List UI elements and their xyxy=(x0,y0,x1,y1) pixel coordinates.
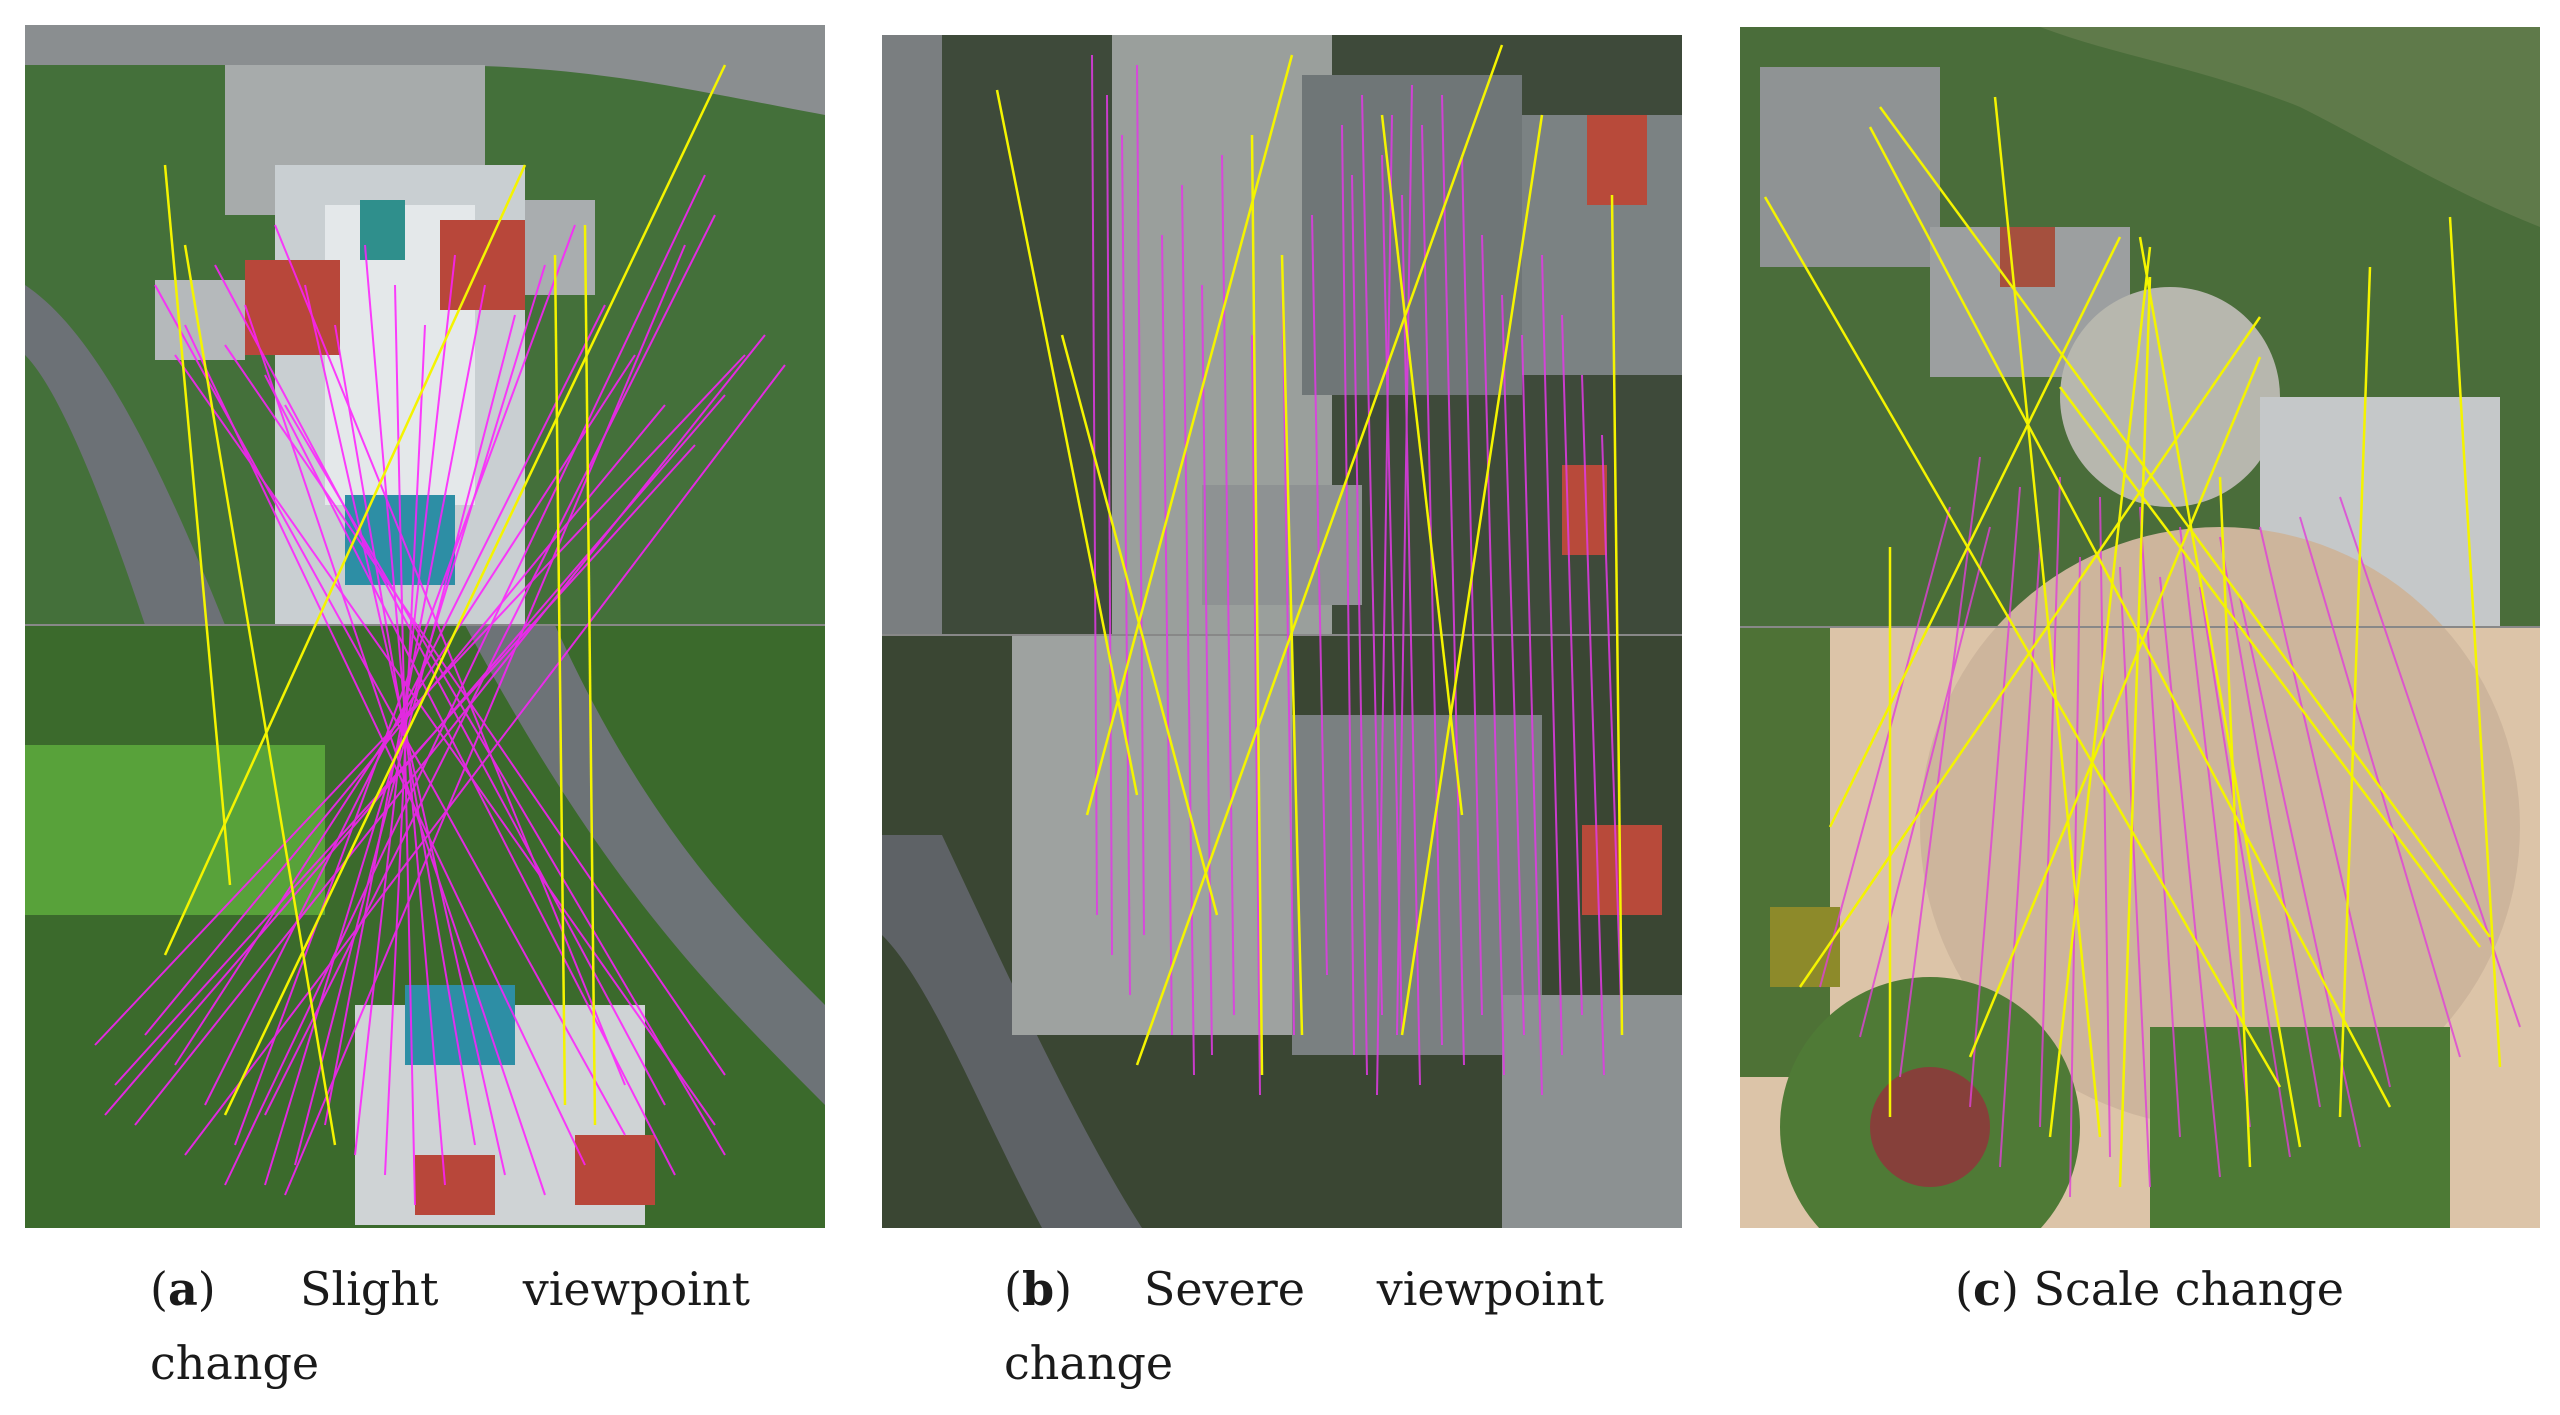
panel-b-building-bottom-right xyxy=(1502,995,1682,1228)
caption-c: (c) Scale change xyxy=(1955,1252,2455,1326)
caption-b-line1: (b) Severe viewpoint xyxy=(1004,1252,1604,1326)
panel-a-wing-left xyxy=(155,280,245,360)
panel-c-round-plaza-top xyxy=(2060,287,2280,507)
panel-b-plaza-bottom xyxy=(1012,635,1292,1035)
caption-b-word2: viewpoint xyxy=(1376,1262,1604,1316)
panel-a-pool-small xyxy=(360,200,405,260)
panel-c-round-lawn-center xyxy=(1870,1067,1990,1187)
panel-c-bottom-left-green xyxy=(1740,627,1830,1077)
caption-c-word1: Scale change xyxy=(2033,1262,2344,1316)
panel-c-inlier-matches xyxy=(1819,456,2521,1198)
panel-b-roof-red-3 xyxy=(1582,825,1662,915)
panel-a-curve-road xyxy=(25,285,225,625)
caption-b-line2: change xyxy=(1004,1336,1174,1390)
panel-b-svg xyxy=(882,35,1682,1228)
caption-b-letter: b xyxy=(1021,1262,1055,1316)
panel-b-roof-red-1 xyxy=(1587,115,1647,205)
panel-a-top-road xyxy=(25,25,825,115)
panel-c-pond xyxy=(2040,27,2540,227)
panel-a-wing-right xyxy=(525,200,595,295)
panel-a-svg xyxy=(25,25,825,1228)
panel-a-inlier-matches xyxy=(94,174,786,1206)
caption-c-line1: (c) Scale change xyxy=(1955,1252,2455,1326)
panel-c-bottom-lawn xyxy=(2150,1027,2450,1228)
panel-a-roof-red-4 xyxy=(575,1135,655,1205)
panel-c-building-top-left xyxy=(1760,67,1940,267)
caption-a: (a) Slight viewpoint change xyxy=(150,1252,750,1400)
caption-c-label: (c) xyxy=(1955,1262,2019,1316)
panel-a-roof-red-3 xyxy=(415,1155,495,1215)
panel-c-round-plaza-bottom xyxy=(1920,527,2520,1127)
panel-c-svg xyxy=(1740,27,2540,1228)
caption-b: (b) Severe viewpoint change xyxy=(1004,1252,1604,1400)
panel-b-top-road xyxy=(882,35,942,635)
panel-a-roof-red-1 xyxy=(245,260,340,355)
caption-a-line1: (a) Slight viewpoint xyxy=(150,1252,750,1326)
panel-b-outlier-matches xyxy=(995,44,1624,1076)
panel-c-image xyxy=(1740,27,2540,1228)
panel-a-image xyxy=(25,25,825,1228)
caption-a-letter: a xyxy=(167,1262,198,1316)
caption-c-letter: c xyxy=(1972,1262,2001,1316)
caption-b-word1: Severe xyxy=(1143,1262,1305,1316)
panel-b-image xyxy=(882,35,1682,1228)
panel-a-lawn xyxy=(25,745,325,915)
panel-b-inlier-matches xyxy=(1091,54,1623,1096)
caption-b-label: (b) xyxy=(1004,1262,1073,1316)
panel-a-bottom-road xyxy=(465,625,825,1105)
caption-a-word2: viewpoint xyxy=(522,1262,750,1316)
caption-a-line2: change xyxy=(150,1336,320,1390)
panel-c-small-field xyxy=(1770,907,1840,987)
caption-a-word1: Slight xyxy=(299,1262,439,1316)
caption-a-label: (a) xyxy=(150,1262,216,1316)
panel-c-outlier-matches xyxy=(1763,96,2502,1188)
panel-a-outlier-matches xyxy=(163,64,727,1146)
panel-b-building-bottom xyxy=(1292,715,1542,1055)
